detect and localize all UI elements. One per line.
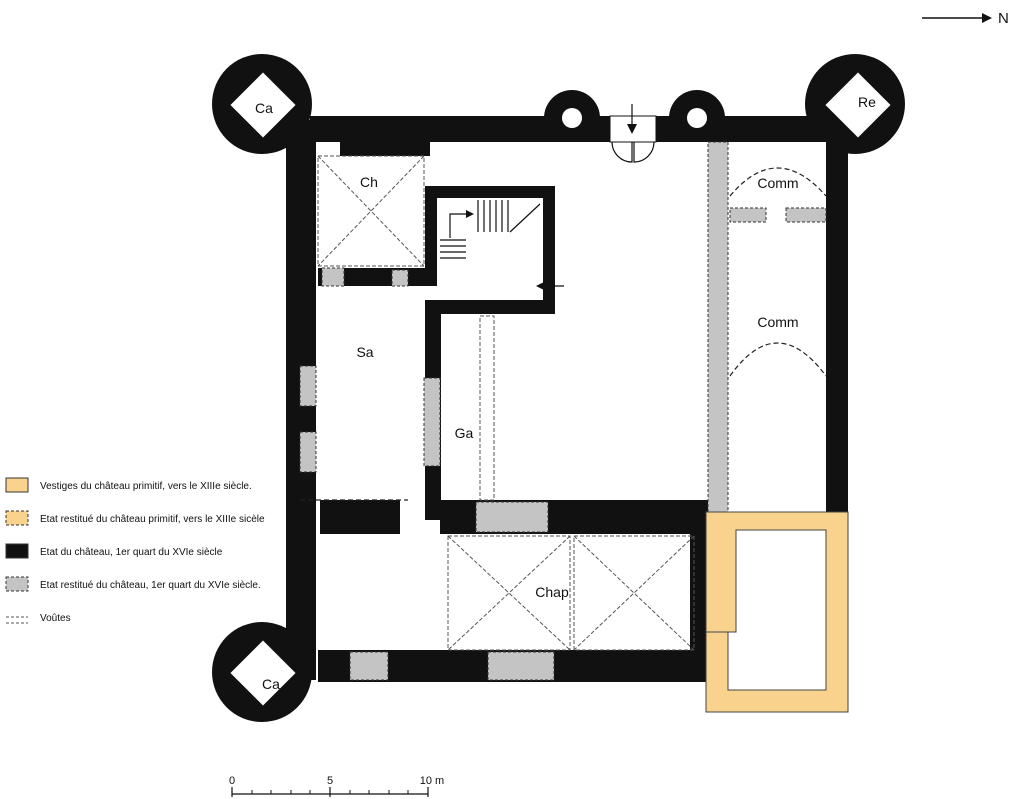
room-label-ch: Ch (360, 174, 378, 190)
scale-tick-0: 0 (229, 775, 235, 787)
room-label-ga: Ga (455, 425, 474, 441)
scale-tick-10: 10 m (420, 775, 444, 787)
room-label-ca-nw: Ca (255, 100, 273, 116)
scale-tick-5: 5 (327, 775, 333, 787)
vaults (300, 155, 827, 651)
room-label-comm-mid: Comm (757, 314, 798, 330)
room-label-comm-top: Comm (757, 175, 798, 191)
legend-swatch (5, 510, 29, 526)
legend-swatch (5, 543, 29, 559)
legend-swatch (5, 576, 29, 592)
legend-label: Etat restitué du château, 1er quart du X… (40, 580, 261, 591)
staircase (440, 200, 541, 259)
legend-swatch (6, 616, 28, 624)
remains-13th-century (705, 511, 849, 713)
north-label: N (998, 10, 1009, 27)
legend-item: Etat du château, 1er quart du XVIe siècl… (5, 543, 223, 559)
room-label-ca-sw: Ca (262, 676, 280, 692)
legend-item: Voûtes (6, 613, 71, 624)
legend-item: Etat restitué du château primitif, vers … (5, 510, 265, 526)
room-label-chap: Chap (535, 584, 569, 600)
legend-label: Voûtes (40, 613, 71, 624)
interior-spaces (230, 72, 891, 706)
legend-label: Etat restitué du château primitif, vers … (40, 514, 265, 525)
legend-swatch (5, 477, 29, 493)
legend-item: Etat restitué du château, 1er quart du X… (5, 576, 261, 592)
room-labels: Ca Re Ca Ch Sa Ga Chap Comm Comm (255, 94, 876, 692)
restored-16th-century (299, 141, 827, 681)
scale-bar: 0 5 10 m (229, 775, 444, 797)
legend-label: Vestiges du château primitif, vers le XI… (40, 481, 252, 492)
entrance-gate (536, 104, 657, 291)
legend-item: Vestiges du château primitif, vers le XI… (5, 477, 252, 493)
legend-label: Etat du château, 1er quart du XVIe siècl… (40, 547, 223, 558)
room-label-re: Re (858, 94, 876, 110)
room-label-sa: Sa (356, 344, 373, 360)
north-arrow: N (922, 10, 1009, 27)
legend: Vestiges du château primitif, vers le XI… (5, 477, 265, 624)
